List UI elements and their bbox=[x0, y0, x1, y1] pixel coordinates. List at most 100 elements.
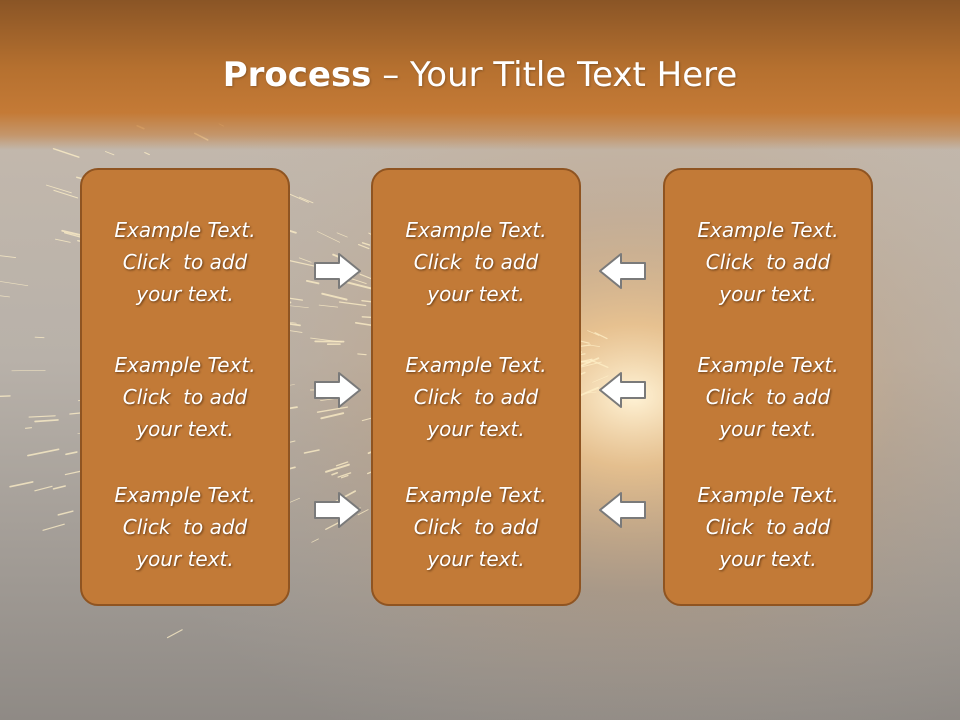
text-placeholder[interactable]: Example Text. Click to add your text. bbox=[665, 349, 871, 445]
spark-streak bbox=[104, 151, 115, 156]
title-bar bbox=[0, 0, 960, 150]
spark-streak bbox=[357, 509, 369, 516]
text-line: Example Text. bbox=[405, 483, 547, 507]
spark-streak bbox=[52, 485, 66, 490]
text-line: Click to add bbox=[705, 515, 831, 539]
spark-streak bbox=[594, 332, 608, 340]
spark-streak bbox=[325, 521, 340, 530]
text-line: your text. bbox=[136, 282, 234, 306]
text-line: your text. bbox=[719, 417, 817, 441]
text-line: your text. bbox=[427, 417, 525, 441]
spark-streak bbox=[316, 406, 348, 413]
spark-streak bbox=[337, 472, 352, 478]
text-line: Example Text. bbox=[405, 218, 547, 242]
text-line: Click to add bbox=[413, 515, 539, 539]
spark-streak bbox=[357, 353, 367, 356]
text-line: Click to add bbox=[122, 250, 248, 274]
arrow-left-icon[interactable] bbox=[597, 251, 647, 291]
spark-streak bbox=[27, 448, 60, 457]
arrow-right-icon[interactable] bbox=[313, 251, 363, 291]
process-box-center[interactable]: Example Text. Click to add your text. Ex… bbox=[371, 168, 581, 606]
arrow-right-icon[interactable] bbox=[313, 490, 363, 530]
text-line: Example Text. bbox=[114, 353, 256, 377]
spark-streak bbox=[340, 474, 349, 479]
spark-streak bbox=[361, 242, 371, 246]
spark-streak bbox=[335, 461, 349, 467]
title-rest-text: – Your Title Text Here bbox=[371, 55, 738, 95]
text-placeholder[interactable]: Example Text. Click to add your text. bbox=[82, 349, 288, 445]
text-line: Click to add bbox=[413, 385, 539, 409]
spark-streak bbox=[53, 189, 79, 199]
process-box-left[interactable]: Example Text. Click to add your text. Ex… bbox=[80, 168, 290, 606]
text-placeholder[interactable]: Example Text. Click to add your text. bbox=[373, 349, 579, 445]
spark-streak bbox=[65, 451, 78, 456]
spark-streak bbox=[298, 196, 314, 204]
spark-streak bbox=[325, 463, 350, 473]
text-line: your text. bbox=[427, 547, 525, 571]
spark-streak bbox=[305, 279, 320, 285]
spark-streak bbox=[589, 359, 609, 369]
spark-streak bbox=[350, 277, 367, 285]
spark-streak bbox=[34, 485, 53, 492]
arrow-left-icon[interactable] bbox=[597, 490, 647, 530]
spark-streak bbox=[336, 232, 348, 238]
spark-streak bbox=[298, 257, 312, 263]
text-line: Example Text. bbox=[697, 483, 839, 507]
text-line: Example Text. bbox=[405, 353, 547, 377]
spark-streak bbox=[331, 472, 339, 476]
title-bold-text: Process bbox=[222, 55, 372, 95]
text-line: your text. bbox=[427, 282, 525, 306]
text-line: Click to add bbox=[705, 250, 831, 274]
text-line: Example Text. bbox=[114, 218, 256, 242]
text-line: Click to add bbox=[122, 385, 248, 409]
spark-streak bbox=[0, 395, 11, 398]
spark-streak bbox=[54, 238, 71, 243]
spark-streak bbox=[303, 449, 320, 454]
spark-streak bbox=[320, 412, 345, 420]
text-placeholder[interactable]: Example Text. Click to add your text. bbox=[82, 479, 288, 575]
spark-streak bbox=[64, 470, 83, 476]
spark-streak bbox=[45, 184, 72, 194]
arrow-right-icon[interactable] bbox=[313, 370, 363, 410]
text-line: your text. bbox=[136, 417, 234, 441]
text-line: your text. bbox=[719, 547, 817, 571]
text-line: Click to add bbox=[705, 385, 831, 409]
text-placeholder[interactable]: Example Text. Click to add your text. bbox=[665, 479, 871, 575]
spark-streak bbox=[318, 304, 339, 308]
spark-streak bbox=[346, 281, 374, 290]
text-line: your text. bbox=[136, 547, 234, 571]
spark-streak bbox=[288, 406, 298, 410]
spark-streak bbox=[311, 538, 319, 543]
arrow-left-icon[interactable] bbox=[597, 370, 647, 410]
text-line: Click to add bbox=[122, 515, 248, 539]
text-placeholder[interactable]: Example Text. Click to add your text. bbox=[665, 214, 871, 310]
spark-streak bbox=[34, 336, 45, 339]
slide-title[interactable]: Process – Your Title Text Here bbox=[0, 54, 960, 96]
text-placeholder[interactable]: Example Text. Click to add your text. bbox=[373, 214, 579, 310]
text-placeholder[interactable]: Example Text. Click to add your text. bbox=[373, 479, 579, 575]
spark-streak bbox=[592, 375, 609, 383]
text-line: Example Text. bbox=[697, 218, 839, 242]
text-line: your text. bbox=[719, 282, 817, 306]
spark-streak bbox=[317, 231, 341, 243]
spark-streak bbox=[0, 295, 10, 298]
spark-streak bbox=[24, 427, 33, 429]
text-line: Example Text. bbox=[697, 353, 839, 377]
spark-streak bbox=[285, 192, 309, 203]
spark-streak bbox=[166, 629, 183, 639]
text-line: Example Text. bbox=[114, 483, 256, 507]
text-line: Click to add bbox=[413, 250, 539, 274]
spark-streak bbox=[0, 281, 29, 287]
spark-streak bbox=[358, 244, 370, 250]
spark-streak bbox=[52, 147, 80, 158]
spark-streak bbox=[11, 369, 46, 372]
spark-streak bbox=[321, 292, 348, 301]
process-box-right[interactable]: Example Text. Click to add your text. Ex… bbox=[663, 168, 873, 606]
spark-streak bbox=[144, 151, 150, 156]
spark-streak bbox=[34, 419, 59, 423]
spark-streak bbox=[587, 330, 600, 336]
text-placeholder[interactable]: Example Text. Click to add your text. bbox=[82, 214, 288, 310]
spark-streak bbox=[42, 523, 65, 531]
spark-streak bbox=[0, 255, 17, 259]
